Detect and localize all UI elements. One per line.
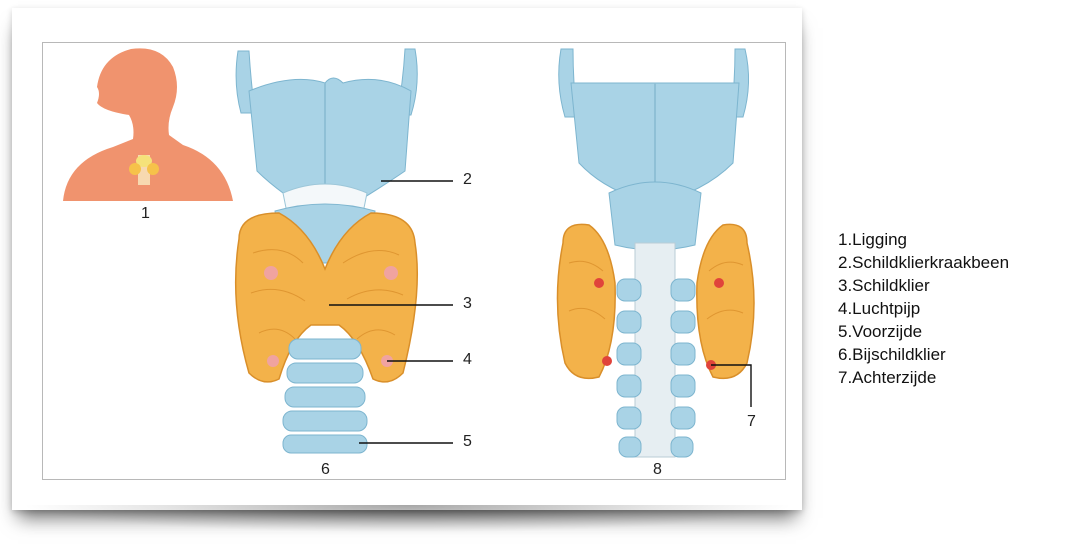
callout-3: 3 bbox=[463, 295, 472, 313]
legend-item: 4.Luchtpijp bbox=[838, 297, 1009, 320]
callout-7: 7 bbox=[747, 413, 756, 431]
callout-2: 2 bbox=[463, 171, 472, 189]
callout-5: 5 bbox=[463, 433, 472, 451]
legend-item: 6.Bijschildklier bbox=[838, 343, 1009, 366]
anatomy-illustration bbox=[43, 43, 785, 479]
head-silhouette bbox=[63, 48, 233, 201]
callout-1: 1 bbox=[141, 205, 150, 223]
card-shadow bbox=[20, 505, 795, 533]
anatomy-figure: 1 2 3 4 5 6 7 8 bbox=[42, 42, 786, 480]
legend-item: 3.Schildklier bbox=[838, 274, 1009, 297]
back-view bbox=[557, 49, 754, 457]
callout-8: 8 bbox=[653, 461, 662, 479]
front-view bbox=[236, 49, 453, 453]
legend-item: 2.Schildklierkraakbeen bbox=[838, 251, 1009, 274]
callout-6: 6 bbox=[321, 461, 330, 479]
legend-item: 5.Voorzijde bbox=[838, 320, 1009, 343]
legend-list: 1.Ligging 2.Schildklierkraakbeen 3.Schil… bbox=[838, 228, 1009, 389]
legend-item: 7.Achterzijde bbox=[838, 366, 1009, 389]
callout-4: 4 bbox=[463, 351, 472, 369]
legend-item: 1.Ligging bbox=[838, 228, 1009, 251]
